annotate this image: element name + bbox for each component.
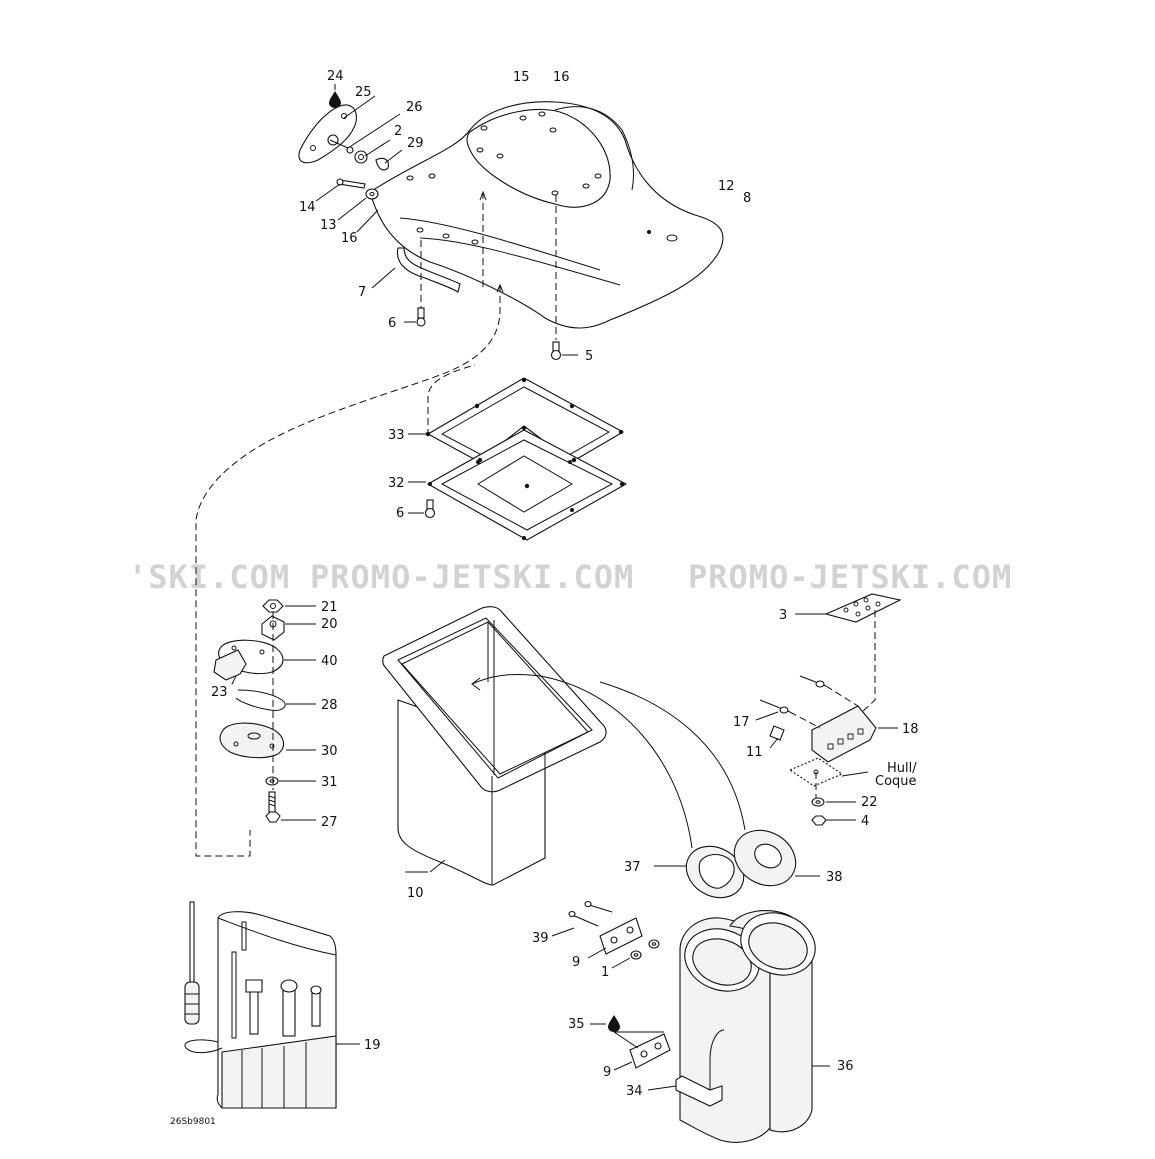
drop-icon: [608, 1015, 620, 1032]
callout-4: 4: [861, 814, 869, 829]
spring-28: [235, 689, 286, 711]
callout-26: 26: [406, 100, 423, 115]
callout-22: 22: [861, 795, 878, 810]
bracket-assembly: [755, 593, 902, 826]
bracket-18: [811, 705, 877, 763]
watermark: 'SKI.COM PROMO-JETSKI.COM PROMO-JETSKI.C…: [128, 558, 1012, 596]
mount-plates: [551, 900, 671, 1071]
callout-20: 20: [321, 617, 338, 632]
callout-27: 27: [321, 815, 338, 830]
arrow-curve-2: [599, 681, 746, 831]
callout-15: 15: [513, 70, 530, 85]
nut-2: [354, 150, 368, 164]
callout-1: 1: [601, 965, 609, 980]
callout-32: 32: [388, 476, 405, 491]
seat-strap: [371, 247, 461, 293]
callout-13: 13: [320, 218, 337, 233]
latch-hook-23: [213, 649, 247, 681]
callout-10: 10: [407, 886, 424, 901]
plate-9-lower: [629, 1033, 671, 1069]
latch-stack: [213, 599, 316, 823]
callout-8: 8: [743, 191, 751, 206]
callout-28: 28: [321, 698, 338, 713]
hull-label-line2: Coque: [875, 774, 917, 789]
callout-33: 33: [388, 428, 405, 443]
callout-40: 40: [321, 654, 338, 669]
callout-30: 30: [321, 744, 338, 759]
callout-11: 11: [746, 745, 763, 760]
callout-24: 24: [327, 69, 344, 84]
screw-6-upper: [404, 240, 426, 327]
gasket-frames: [408, 377, 628, 541]
callout-19: 19: [364, 1038, 381, 1053]
watermark-text-1: 'SKI.COM: [128, 558, 290, 596]
washer-13: [365, 188, 379, 200]
callout-29: 29: [407, 136, 424, 151]
plate-3: [824, 593, 902, 623]
clip-29: [375, 157, 389, 171]
callout-36: 36: [837, 1059, 854, 1074]
callout-12: 12: [718, 179, 735, 194]
callout-3: 3: [779, 608, 787, 623]
callout-21: 21: [321, 600, 338, 615]
callout-6-lower: 6: [396, 506, 404, 521]
seat-assembly: [369, 101, 724, 340]
alignment-path: [195, 285, 501, 857]
callout-6-upper: 6: [388, 316, 396, 331]
callout-16-top: 16: [553, 70, 570, 85]
callout-31: 31: [321, 775, 338, 790]
latch-plate: [298, 84, 403, 233]
callout-9-upper: 9: [572, 955, 580, 970]
arrow-curve-1: [471, 673, 693, 849]
callout-2: 2: [394, 124, 402, 139]
drop-icon: [329, 91, 341, 108]
callout-5: 5: [585, 349, 593, 364]
callout-14: 14: [299, 200, 316, 215]
callout-25: 25: [355, 85, 372, 100]
callout-17: 17: [733, 715, 750, 730]
washer-31: [265, 776, 279, 786]
seat-holes: [406, 111, 678, 245]
drawing-reference-code: 26Sb9801: [170, 1117, 216, 1127]
storage-bin: [382, 606, 607, 886]
callout-39: 39: [532, 931, 549, 946]
callout-35: 35: [568, 1017, 585, 1032]
callout-9-lower: 9: [603, 1065, 611, 1080]
cup-covers: [654, 829, 820, 899]
callout-34: 34: [626, 1084, 643, 1099]
washer-1: [630, 950, 642, 960]
seat-dot: [647, 230, 651, 234]
nut-4: [811, 815, 827, 826]
nut-21: [262, 599, 284, 613]
callout-7: 7: [358, 285, 366, 300]
seat-cover-top: [466, 108, 611, 208]
watermark-text-3: PROMO-JETSKI.COM: [688, 558, 1012, 596]
cup-holder: [647, 910, 830, 1143]
screw-5: [550, 341, 578, 361]
plate-9-upper: [599, 917, 643, 955]
screw-6-lower: [408, 499, 436, 519]
tool-kit: [184, 901, 360, 1109]
callout-16-left: 16: [341, 231, 358, 246]
seat-back-contour: [554, 106, 635, 191]
washer-22: [811, 797, 825, 807]
seat-body: [369, 101, 724, 329]
watermark-text-2: PROMO-JETSKI.COM: [310, 558, 634, 596]
callout-23: 23: [211, 685, 228, 700]
callout-18: 18: [902, 722, 919, 737]
hull-label-line1: Hull/: [887, 761, 917, 776]
callout-37: 37: [624, 860, 641, 875]
callout-38: 38: [826, 870, 843, 885]
latch-base-30: [219, 722, 285, 759]
callout-labels: 24 25 26 2 29 14 13 16 15 16 12 8 7 6 5 …: [211, 69, 919, 1099]
